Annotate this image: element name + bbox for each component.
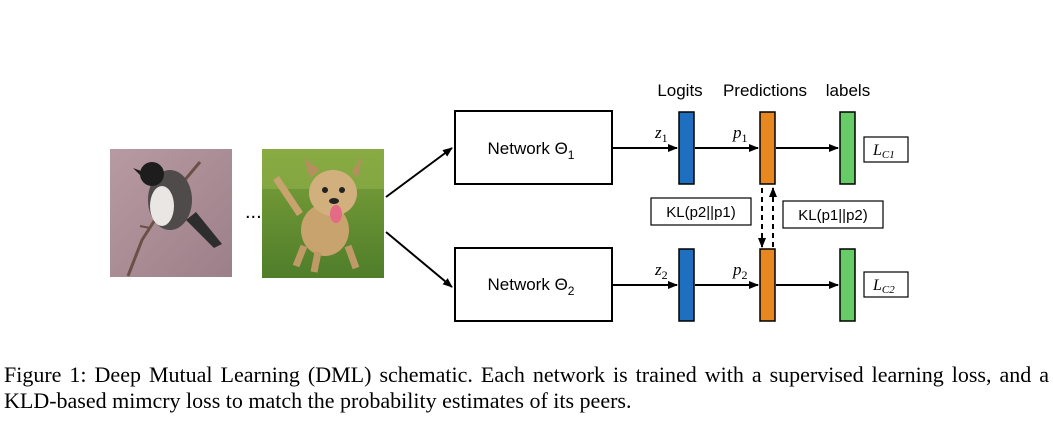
dog-image xyxy=(262,149,384,278)
loss-label-1: LC1 xyxy=(872,142,895,161)
loss-box-2: LC2 xyxy=(863,271,909,298)
predictions-header: Predictions xyxy=(723,81,807,100)
figure-caption: Figure 1: Deep Mutual Learning (DML) sch… xyxy=(4,362,1049,413)
kl-label-left: KL(p2||p1) xyxy=(666,204,736,221)
kl-box-right: KL(p1||p2) xyxy=(782,200,884,229)
logit-bar-1 xyxy=(678,111,695,185)
network1-box: Network Θ1 xyxy=(454,110,613,185)
prediction-bar-1 xyxy=(759,111,776,185)
logits-header: Logits xyxy=(657,81,702,100)
kl-box-left: KL(p2||p1) xyxy=(650,197,752,226)
network2-box: Network Θ2 xyxy=(454,247,613,322)
p1-label: p1 xyxy=(732,123,748,145)
label-bar-1 xyxy=(839,111,856,185)
z1-label: z1 xyxy=(654,123,668,145)
network2-label: Network Θ2 xyxy=(488,275,575,298)
kl-label-right: KL(p1||p2) xyxy=(798,207,868,224)
p2-label: p2 xyxy=(732,260,748,282)
bird-image xyxy=(110,149,232,277)
arrow-to-network1 xyxy=(385,147,453,198)
network1-label: Network Θ1 xyxy=(488,139,575,162)
logit-bar-2 xyxy=(678,248,695,322)
labels-header: labels xyxy=(826,81,870,100)
ellipsis: ... xyxy=(245,201,262,223)
loss-box-1: LC1 xyxy=(863,136,909,163)
prediction-bar-2 xyxy=(759,248,776,322)
loss-label-2: LC2 xyxy=(872,277,895,296)
label-bar-2 xyxy=(839,248,856,322)
arrow-to-network2 xyxy=(385,231,453,288)
z2-label: z2 xyxy=(654,260,668,282)
